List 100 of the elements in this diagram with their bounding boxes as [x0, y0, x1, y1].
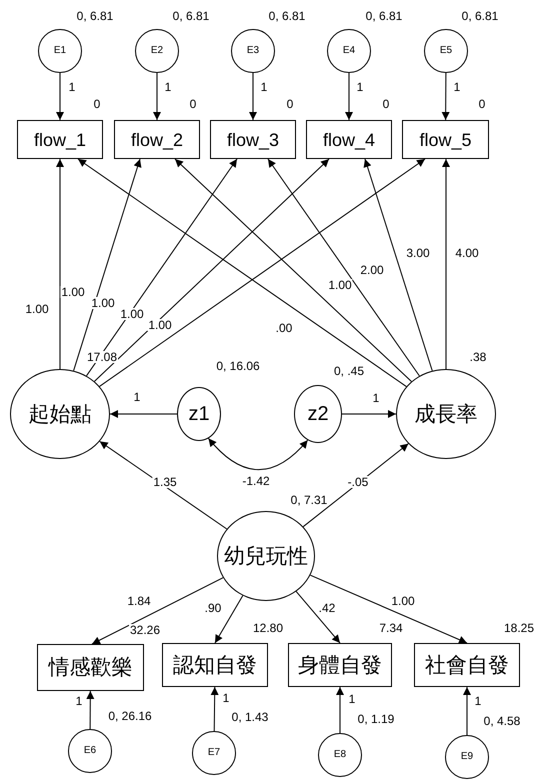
error-term-circle: E1	[38, 29, 82, 73]
observed-variable-box: flow_4	[306, 120, 392, 159]
path-coefficient: 1.00	[390, 595, 416, 607]
path-arrow	[302, 443, 409, 528]
path-arrow	[73, 158, 142, 372]
variance-label: 0, 1.19	[356, 713, 396, 725]
path-coefficient: 1.00	[119, 308, 145, 320]
error-term-circle: E3	[231, 29, 275, 73]
error-term-circle: E4	[327, 29, 371, 73]
latent-variable-circle: 起始點	[10, 369, 110, 459]
observed-variable-box: flow_5	[402, 120, 489, 159]
path-coefficient: 1	[68, 81, 76, 93]
observed-variable-box: 社會自發	[414, 643, 520, 687]
path-coefficient: 1	[222, 692, 230, 704]
error-term-circle: E9	[445, 735, 489, 779]
path-arrow	[214, 595, 244, 644]
path-coefficient: 2.00	[359, 264, 385, 276]
path-coefficient: 1.00	[24, 303, 50, 315]
variance-label: 0, 4.58	[482, 715, 522, 727]
error-term-circle: E5	[424, 29, 468, 73]
path-arrow	[174, 158, 412, 382]
path-coefficient: -.05	[346, 476, 370, 488]
path-coefficient: .90	[204, 602, 222, 614]
observed-variable-box: 情感歡樂	[37, 644, 144, 691]
variance-label: 18.25	[502, 622, 536, 634]
observed-variable-box: flow_3	[210, 120, 296, 159]
error-term-circle: E8	[318, 733, 362, 777]
latent-variable-circle: 幼兒玩性	[217, 511, 315, 601]
variance-label: 0, 7.31	[290, 494, 328, 506]
observed-variable-box: 認知自發	[162, 643, 268, 687]
variance-label: 0	[188, 98, 198, 110]
variance-label: 17.08	[86, 351, 118, 363]
variance-label: 32.26	[128, 624, 162, 636]
variance-label: 0, .45	[332, 365, 366, 377]
disturbance-ellipse: z1	[177, 387, 221, 441]
path-coefficient: 1	[348, 693, 356, 705]
path-arrow	[86, 158, 238, 376]
path-coefficient: 1.35	[152, 476, 178, 488]
disturbance-ellipse: z2	[294, 385, 342, 443]
path-arrow	[442, 158, 450, 370]
path-coefficient: 1	[452, 81, 462, 93]
path-coefficient: 1.00	[60, 286, 86, 298]
variance-label: 0, 6.81	[268, 10, 306, 22]
path-coefficient: 1.00	[90, 297, 116, 309]
variance-label: 0	[478, 98, 486, 110]
error-term-circle: E2	[135, 29, 179, 73]
variance-label: 12.80	[252, 622, 284, 634]
variance-label: 0	[286, 98, 294, 110]
path-arrow	[364, 158, 433, 372]
path-arrow	[153, 72, 161, 120]
path-arrow	[442, 72, 450, 120]
variance-label: 0	[382, 98, 390, 110]
variance-label: 0, 26.16	[107, 710, 153, 722]
path-coefficient: 4.00	[454, 247, 480, 259]
error-term-circle: E6	[68, 729, 112, 773]
variance-label: 0, 6.81	[172, 10, 210, 22]
path-coefficient: 1	[356, 81, 364, 93]
variance-label: 0, 6.81	[76, 10, 114, 22]
latent-variable-circle: 成長率	[396, 369, 496, 459]
path-coefficient: -1.42	[241, 475, 271, 487]
path-coefficient: 1.84	[126, 595, 152, 607]
error-term-circle: E7	[192, 731, 236, 775]
path-coefficient: 1	[164, 81, 172, 93]
path-arrow	[342, 410, 396, 418]
path-arrow	[310, 574, 468, 644]
path-arrow	[99, 440, 228, 530]
path-coefficient: .42	[318, 602, 336, 614]
path-arrow	[110, 410, 178, 418]
path-coefficient: 1	[74, 695, 84, 707]
path-arrow	[92, 577, 224, 644]
variance-label: 7.34	[378, 622, 404, 634]
path-arrow	[249, 72, 257, 120]
path-arrow	[56, 158, 64, 370]
path-arrow	[336, 686, 344, 734]
path-arrow	[56, 72, 64, 120]
path-coefficient: 1	[260, 81, 268, 93]
path-coefficient: 3.00	[405, 247, 431, 259]
covariance-arrow	[208, 438, 308, 470]
path-coefficient: 1	[372, 392, 380, 404]
path-coefficient: 1.00	[327, 279, 353, 291]
observed-variable-box: flow_2	[114, 120, 200, 159]
observed-variable-box: 身體自發	[288, 643, 392, 687]
variance-label: .38	[468, 351, 488, 363]
path-arrow	[86, 690, 94, 730]
variance-label: 0, 16.06	[215, 360, 261, 372]
path-arrow	[345, 72, 353, 120]
variance-label: 0, 6.81	[460, 10, 500, 22]
path-arrow	[94, 158, 330, 382]
path-arrow	[268, 158, 420, 376]
variance-label: 0, 1.43	[230, 711, 270, 723]
observed-variable-box: flow_1	[17, 120, 103, 159]
path-arrow	[296, 590, 340, 644]
variance-label: 0	[92, 98, 102, 110]
variance-label: 0, 6.81	[364, 10, 404, 22]
path-coefficient: 1	[474, 695, 482, 707]
path-coefficient: .00	[274, 322, 294, 334]
path-coefficient: 1	[132, 391, 142, 403]
path-coefficient: 1.00	[147, 319, 173, 331]
path-arrow	[210, 686, 219, 732]
path-arrow	[463, 686, 471, 736]
